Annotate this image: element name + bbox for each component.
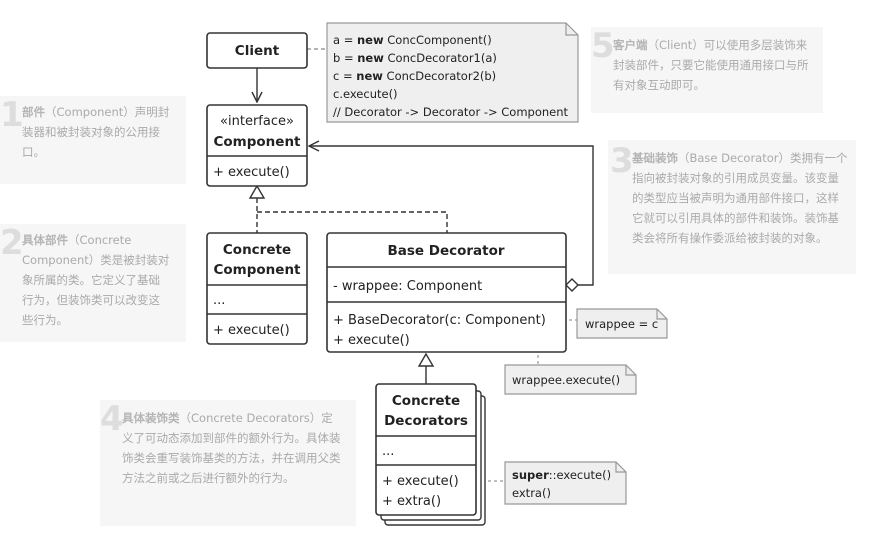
caption-number: 1 xyxy=(0,95,24,135)
concrete-decorators-method-extra: + extra() xyxy=(382,494,441,509)
wrappee-assign-note: wrappee = c xyxy=(576,308,668,339)
component-class-name: Component xyxy=(213,134,301,150)
concrete-decorators-method-execute: + execute() xyxy=(382,474,459,489)
component-interface: «interface» Component + execute() xyxy=(206,104,308,187)
caption-title: 具体部件 xyxy=(22,233,68,247)
caption-text: （Component）声明封装器和被封装对象的公用接口。 xyxy=(22,105,170,159)
caption-text: （Concrete Decorators）定义了可动态添加到部件的额外行为。具体… xyxy=(122,411,341,485)
wrappee-assign-text: wrappee = c xyxy=(585,317,658,331)
svg-text:super::execute(): super::execute() xyxy=(512,468,611,482)
component-method-execute: + execute() xyxy=(213,165,290,180)
code-line5-comment: // Decorator -> Decorator -> Component xyxy=(333,105,569,119)
caption-client: 5 客户端（Client）可以使用多层装饰来封装部件，只要它能使用通用接口与所有… xyxy=(591,27,823,113)
code-line3-rest: ConcDecorator2(b) xyxy=(383,69,496,83)
super-execute-note: super::execute() extra() xyxy=(504,461,627,505)
super-keyword: super xyxy=(512,468,549,482)
concrete-decorators-name-line1: Concrete xyxy=(392,393,460,409)
base-decorator-field-wrappee: - wrappee: Component xyxy=(333,279,482,294)
caption-title: 客户端 xyxy=(613,38,648,52)
concrete-component-method-execute: + execute() xyxy=(213,323,290,338)
code-line4: c.execute() xyxy=(333,87,398,101)
concrete-decorators-class: Concrete Decorators ... + execute() + ex… xyxy=(375,383,486,526)
caption-concrete-component: 2 具体部件（Concrete Component）类是被封装对象所属的类。它定… xyxy=(0,224,186,342)
inheritance-triangle xyxy=(417,352,435,367)
caption-text: （Base Decorator）类拥有一个指向被封装对象的引用成员变量。该变量的… xyxy=(632,151,848,245)
caption-title: 具体装饰类 xyxy=(122,411,180,425)
caption-concrete-decorators: 4 具体装饰类（Concrete Decorators）定义了可动态添加到部件的… xyxy=(100,400,356,526)
base-decorator-class-name: Base Decorator xyxy=(387,243,504,259)
code-line1-rest: ConcComponent() xyxy=(384,33,492,47)
extra-call-text: extra() xyxy=(512,486,551,500)
code-line2-keyword: new xyxy=(357,51,384,65)
code-line3-var: c = xyxy=(333,69,356,83)
caption-text: （Concrete Component）类是被封装对象所属的类。它定义了基础行为… xyxy=(22,233,170,327)
caption-title: 部件 xyxy=(22,105,45,119)
caption-number: 4 xyxy=(100,399,124,439)
wrappee-execute-note: wrappee.execute() xyxy=(504,364,637,395)
client-class: Client xyxy=(206,32,308,69)
svg-text:b = new ConcDecorator1(a): b = new ConcDecorator1(a) xyxy=(333,51,497,65)
client-code-note: a = new ConcComponent() b = new ConcDeco… xyxy=(326,22,579,123)
caption-title: 基础装饰 xyxy=(632,151,678,165)
caption-number: 5 xyxy=(591,26,615,66)
client-class-name: Client xyxy=(235,43,280,59)
wrappee-execute-text: wrappee.execute() xyxy=(512,373,620,387)
base-decorator-method-execute: + execute() xyxy=(333,333,410,348)
realization-triangle xyxy=(248,184,266,199)
caption-number: 2 xyxy=(0,223,24,263)
caption-base-decorator: 3 基础装饰（Base Decorator）类拥有一个指向被封装对象的引用成员变… xyxy=(608,140,856,274)
aggregation-connector xyxy=(309,146,594,286)
super-execute-call: ::execute() xyxy=(549,468,611,482)
caption-text: （Client）可以使用多层装饰来封装部件，只要它能使用通用接口与所有对象互动即… xyxy=(613,38,809,92)
concrete-decorators-fields: ... xyxy=(382,444,394,459)
realization-connector xyxy=(256,198,448,233)
concrete-component-fields: ... xyxy=(213,293,225,308)
aggregation-diamond xyxy=(565,278,579,292)
base-decorator-class: Base Decorator - wrappee: Component + Ba… xyxy=(326,232,567,353)
code-line1-keyword: new xyxy=(357,33,384,47)
base-decorator-constructor: + BaseDecorator(c: Component) xyxy=(333,313,546,328)
caption-component: 1 部件（Component）声明封装器和被封装对象的公用接口。 xyxy=(0,96,186,184)
component-stereotype: «interface» xyxy=(220,114,294,129)
concrete-component-class: Concrete Component ... + execute() xyxy=(206,232,308,345)
code-line3-keyword: new xyxy=(356,69,383,83)
code-line2-rest: ConcDecorator1(a) xyxy=(384,51,497,65)
concrete-decorators-name-line2: Decorators xyxy=(384,413,468,429)
svg-text:a = new ConcComponent(): a = new ConcComponent() xyxy=(333,33,492,47)
concrete-component-name-line2: Component xyxy=(213,262,301,278)
concrete-component-name-line1: Concrete xyxy=(223,242,291,258)
caption-number: 3 xyxy=(610,141,634,181)
code-line2-var: b = xyxy=(333,51,357,65)
code-line1-var: a = xyxy=(333,33,357,47)
svg-text:c = new ConcDecorator2(b): c = new ConcDecorator2(b) xyxy=(333,69,496,83)
